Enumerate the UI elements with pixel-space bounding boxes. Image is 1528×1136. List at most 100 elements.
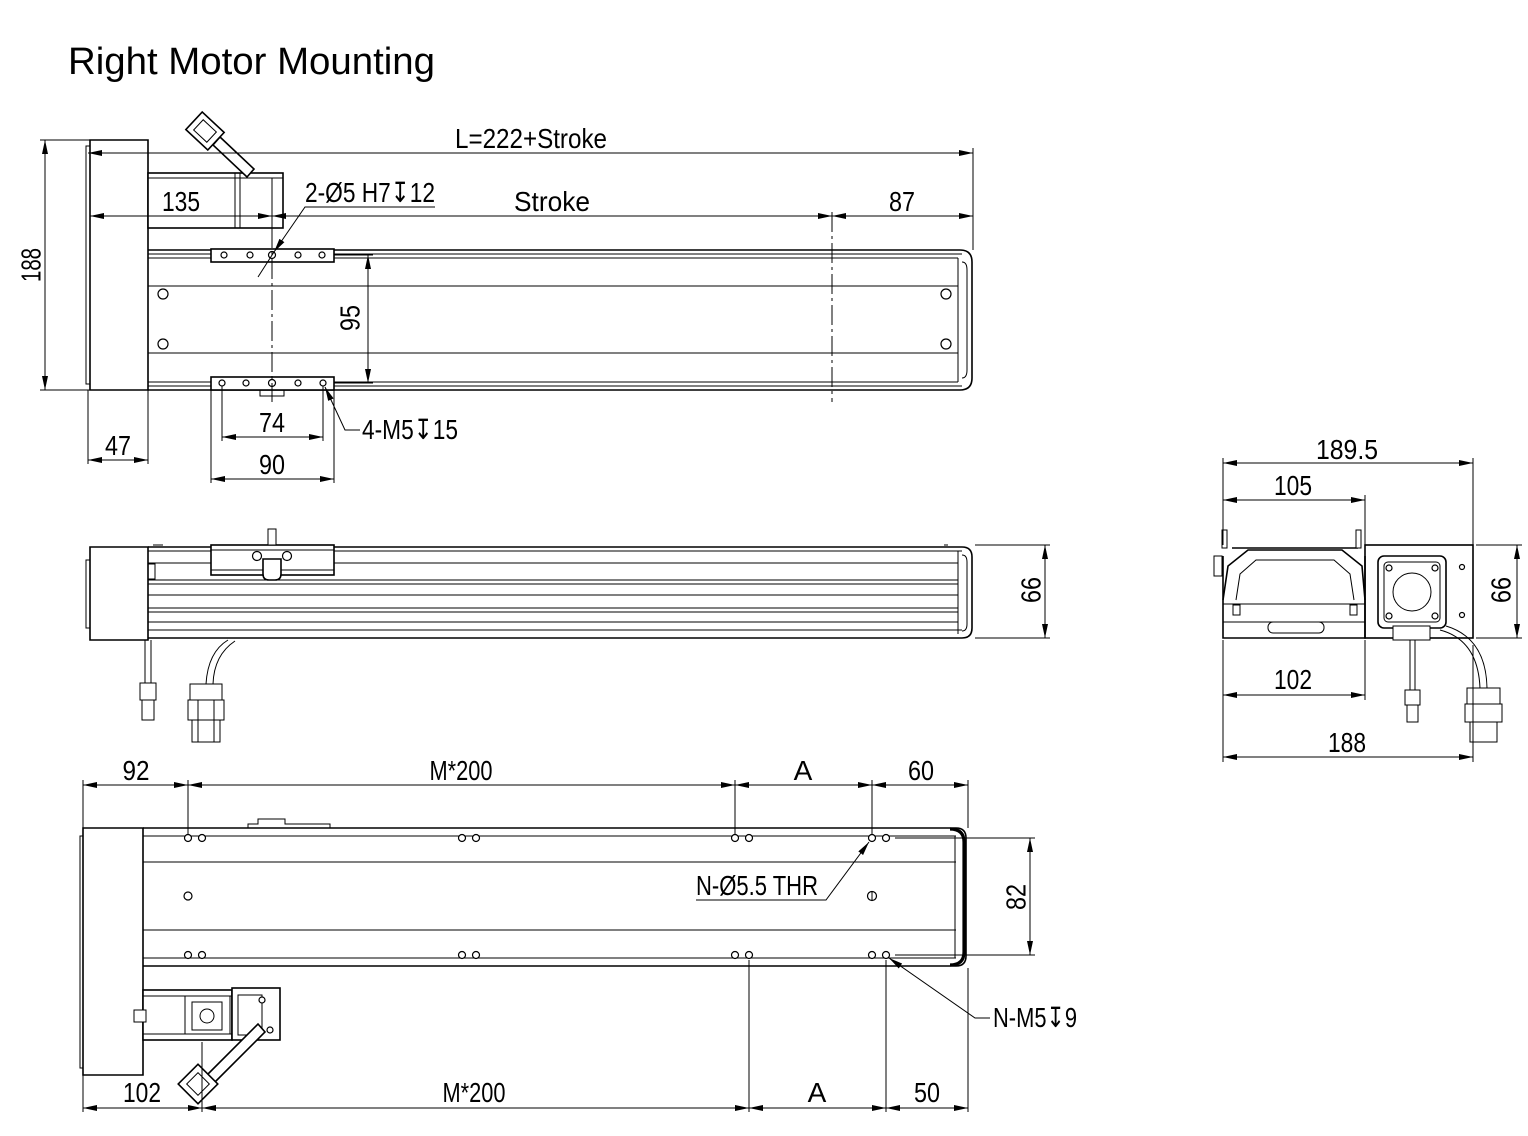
carriage-hole (246, 251, 254, 259)
overall-length-label: L=222+Stroke (455, 123, 607, 154)
top-view: L=222+Stroke 135 Stroke 87 2-Ø5 H7↧12 18… (16, 110, 974, 483)
end-body-profile (1222, 549, 1366, 601)
bottom-body-outline (143, 827, 967, 967)
plate-hole (1458, 563, 1466, 571)
end-side-clip (1213, 555, 1223, 577)
bottom-end-block-flange (79, 835, 83, 1069)
through-hole (183, 950, 193, 960)
bottom-motor-screw (258, 996, 266, 1004)
encoder-connector-plug (141, 699, 155, 721)
bottom-end-block-fitting (133, 1009, 147, 1023)
carriage-hole (242, 379, 250, 387)
pitch-label: M*200 (430, 755, 493, 786)
threaded-hole (881, 833, 891, 843)
end-encoder-cable (1409, 640, 1416, 690)
end-power-connector (1466, 687, 1501, 705)
bottom-carriage-edge (247, 818, 331, 828)
connector-head (184, 110, 226, 152)
through-hole-leader (696, 841, 870, 901)
end-encoder-connector-plug (1406, 704, 1419, 723)
motor-shaft-boss (1392, 572, 1432, 612)
hole-row-spacing-extensions (895, 837, 1035, 956)
carriage-length-label: 90 (259, 449, 285, 480)
end-body-bottom-slot (1267, 621, 1325, 634)
body-rail-lines (130, 253, 962, 387)
through-hole (867, 833, 877, 843)
side-end-block-flange (85, 559, 90, 629)
plate-hole (1458, 611, 1466, 619)
side-carriage-pin (267, 528, 277, 546)
end-body-width-top-label: 105 (1274, 470, 1312, 501)
bottom-variable-label: A (808, 1077, 827, 1108)
stroke-label: Stroke (514, 186, 590, 217)
side-carriage-hole (251, 550, 263, 562)
pin-hole-leader-tail (257, 251, 275, 278)
body-end-cap (957, 258, 968, 382)
end-block-outline (89, 139, 149, 391)
end-power-cable (1439, 625, 1488, 689)
carriage-hole (220, 251, 228, 259)
through-hole (730, 833, 740, 843)
through-hole (730, 950, 740, 960)
bottom-top-dim-extensions (82, 780, 969, 834)
drawing-title: Right Motor Mounting (68, 41, 435, 83)
encoder-connector (139, 682, 157, 701)
bottom-body-profile-lines (143, 835, 956, 959)
power-connector-plug (191, 719, 221, 743)
body-outline (148, 249, 973, 391)
end-encoder-connector (1404, 689, 1421, 706)
end-body-side-slot (1349, 604, 1358, 616)
end-block-flange-edge (85, 145, 90, 385)
motor-connector (184, 110, 226, 152)
side-view: 66 (85, 528, 1050, 743)
through-hole (867, 950, 877, 960)
carriage-hole (218, 379, 226, 387)
end-body-width-bottom-label: 102 (1274, 664, 1312, 695)
threaded-hole (881, 950, 891, 960)
connector-head-inner (192, 119, 218, 143)
end-carriage-pin (1221, 529, 1228, 549)
end-block-width-extensions (87, 390, 149, 464)
pin-hole-note: 2-Ø5 H7↧12 (305, 177, 435, 208)
locating-hole (183, 891, 193, 901)
threaded-hole (197, 950, 207, 960)
carriage-hole-pitch-extensions (221, 386, 324, 441)
bottom-motor-connector (177, 1063, 219, 1105)
motor-flange-hole (1385, 564, 1393, 572)
end-length-label: 87 (889, 186, 915, 217)
carriage-hole-pitch-label: 74 (259, 407, 285, 438)
bottom-left-offset-label: 102 (123, 1077, 161, 1108)
side-body-profile-lines (148, 550, 962, 631)
bottom-right-offset-label: 50 (914, 1077, 940, 1108)
power-cable (205, 639, 236, 685)
hole-spacing-label: 95 (335, 305, 366, 331)
motor-flange-inner (1383, 561, 1441, 623)
threaded-hole (744, 950, 754, 960)
bottom-dim-extensions (82, 960, 969, 1112)
end-height-label: 66 (1486, 577, 1517, 603)
power-connector-body (187, 699, 225, 721)
carriage-hole (294, 251, 302, 259)
side-body-end-cap (957, 551, 968, 634)
bottom-motor-screw (266, 1026, 274, 1034)
end-power-connector-plug (1469, 721, 1498, 743)
bottom-view: 92 M*200 A 60 N-Ø5.5 THR 82 N-M5↧9 102 M… (79, 755, 1077, 1112)
side-carriage-block (262, 558, 282, 581)
end-carriage-pin (1355, 529, 1362, 549)
threaded-hole (197, 833, 207, 843)
end-total-width-label: 188 (1328, 727, 1366, 758)
end-power-connector-body (1464, 703, 1503, 723)
side-height-label: 66 (1016, 577, 1047, 603)
right-offset-label: 60 (908, 755, 934, 786)
bottom-motor-window-boss (199, 1008, 215, 1024)
end-view: 189.5 105 66 102 188 (1213, 434, 1522, 762)
thread-note: N-M5↧9 (993, 1002, 1077, 1033)
carriage-hole (318, 251, 326, 259)
end-block-width-label: 47 (105, 430, 131, 461)
side-body-outline (148, 546, 973, 639)
pin-hole-leader (273, 206, 435, 253)
motor-body-details (148, 173, 283, 228)
side-carriage-hole (281, 550, 293, 562)
threaded-hole (471, 950, 481, 960)
hole-row-spacing-label: 82 (1001, 884, 1032, 910)
